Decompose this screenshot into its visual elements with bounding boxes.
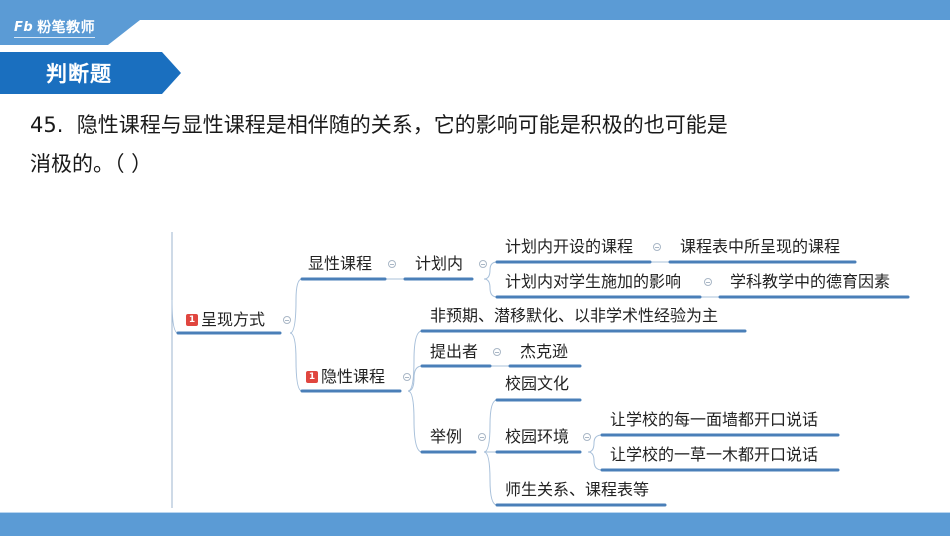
bottom-bar [0,512,950,536]
node-label: 计划内 [415,254,464,273]
brand-name: 粉笔教师 [37,20,96,36]
node-label: 校园环境 [505,427,570,446]
node-hidden-feature[interactable]: 非预期、潜移默化、以非学术性经验为主 [430,306,718,326]
node-jackson[interactable]: 杰克逊 [520,342,568,362]
node-teacher-student-relations[interactable]: 师生关系、课程表等 [505,480,649,500]
node-campus-culture[interactable]: 校园文化 [505,374,569,394]
node-label: 提出者 [430,342,479,361]
question-text: 45. 隐性课程与显性课程是相伴随的关系，它的影响可能是积极的也可能是 消极的。… [30,106,850,184]
node-label: 非预期、潜移默化、以非学术性经验为主 [430,306,719,325]
node-every-wall[interactable]: 让学校的每一面墙都开口说话 [610,410,818,430]
section-banner: 判断题 [0,52,181,94]
collapse-campus-environment-icon[interactable] [583,433,591,441]
collapse-examples-icon[interactable] [478,433,486,441]
node-root[interactable]: 1 呈现方式 [186,310,265,330]
node-label: 显性课程 [308,254,373,273]
collapse-proposer-icon[interactable] [493,348,501,356]
logo-underline [14,37,95,38]
node-planned[interactable]: 计划内 [415,254,463,274]
brand-logo: Fb 粉笔教师 [14,17,95,37]
node-label: 计划内对学生施加的影响 [505,272,682,291]
section-title: 判断题 [46,62,112,86]
node-planned-courses[interactable]: 计划内开设的课程 [505,237,633,257]
node-explicit-curriculum[interactable]: 显性课程 [308,254,372,274]
node-label: 杰克逊 [520,342,569,361]
node-label: 隐性课程 [321,367,386,386]
node-every-plant[interactable]: 让学校的一草一木都开口说话 [610,445,818,465]
node-timetable-courses[interactable]: 课程表中所呈现的课程 [680,237,840,257]
node-label: 计划内开设的课程 [505,237,634,256]
node-label: 让学校的每一面墙都开口说话 [610,410,819,429]
node-label: 呈现方式 [201,310,266,329]
node-label: 校园文化 [505,374,570,393]
collapse-explicit-icon[interactable] [388,260,396,268]
question-number: 45. [30,113,64,137]
node-moral-factors[interactable]: 学科教学中的德育因素 [730,272,890,292]
collapse-root-icon[interactable] [283,316,291,324]
node-label: 学科教学中的德育因素 [730,272,891,291]
node-label: 师生关系、课程表等 [505,480,650,499]
brand-mark-icon: Fb [14,19,34,35]
collapse-planned-influence-icon[interactable] [704,278,712,286]
node-campus-environment[interactable]: 校园环境 [505,427,569,447]
node-proposer[interactable]: 提出者 [430,342,478,362]
collapse-planned-icon[interactable] [479,260,487,268]
top-bar [0,0,950,20]
question-line-1: 45. 隐性课程与显性课程是相伴随的关系，它的影响可能是积极的也可能是 [30,113,728,137]
priority-badge-icon: 1 [306,371,318,383]
collapse-planned-courses-icon[interactable] [653,243,661,251]
node-examples[interactable]: 举例 [430,427,462,447]
node-label: 课程表中所呈现的课程 [680,237,841,256]
collapse-hidden-icon[interactable] [403,373,411,381]
node-planned-influence[interactable]: 计划内对学生施加的影响 [505,272,681,292]
node-hidden-curriculum[interactable]: 1 隐性课程 [306,367,385,387]
question-line-2: 消极的。（ ） [30,152,153,176]
node-label: 举例 [430,427,463,446]
node-label: 让学校的一草一木都开口说话 [610,445,819,464]
priority-badge-icon: 1 [186,314,198,326]
